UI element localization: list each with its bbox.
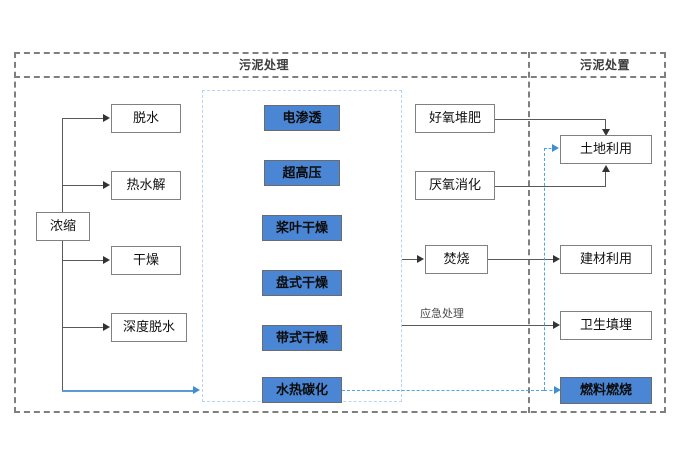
- node-label: 盘式干燥: [275, 275, 328, 291]
- node-label: 厌氧消化: [428, 178, 481, 193]
- line-digestion-to-land: [495, 186, 606, 187]
- dashed-line-into-land-use: [544, 148, 556, 149]
- node-label: 热水解: [126, 178, 166, 193]
- node-label: 浓缩: [49, 219, 76, 234]
- line-digestion-rise: [605, 172, 606, 186]
- node-electro-osmosis[interactable]: 电渗透: [264, 105, 340, 131]
- arrowhead-incineration: [417, 255, 424, 263]
- arrowhead-fuel-combustion: [554, 386, 561, 394]
- arrowhead-thermal-hydrolysis: [103, 181, 110, 189]
- lane-title-treatment: 污泥处理: [238, 58, 289, 72]
- dashed-line-to-fuel-combustion: [544, 390, 558, 391]
- node-label: 电渗透: [282, 110, 322, 126]
- branch-line-deep-dewatering: [62, 327, 105, 328]
- node-label: 超高压: [282, 165, 322, 181]
- node-label: 卫生填埋: [579, 318, 632, 333]
- arrowhead-land-use-top: [602, 129, 610, 136]
- outer-dashed-frame: [14, 52, 666, 413]
- line-core-to-incineration: [402, 259, 419, 260]
- node-label: 好氧堆肥: [428, 111, 481, 126]
- arrowhead-building-material: [553, 255, 560, 263]
- lane-vertical-divider: [528, 52, 530, 413]
- node-label: 燃料燃烧: [579, 383, 632, 398]
- node-disc-drying[interactable]: 盘式干燥: [262, 270, 342, 296]
- feeder-line-to-core-group: [62, 390, 195, 392]
- dashed-line-hydrothermal-out: [342, 390, 544, 391]
- node-land-use[interactable]: 土地利用: [560, 135, 652, 164]
- arrowhead-land-use-bottom: [602, 165, 610, 172]
- arrowhead-land-use-dashed: [552, 144, 559, 152]
- arrowhead-dewatering: [103, 114, 110, 122]
- trunk-upper: [62, 118, 63, 212]
- node-ultra-high-pressure[interactable]: 超高压: [264, 160, 340, 186]
- node-fuel-combustion[interactable]: 燃料燃烧: [560, 377, 652, 404]
- line-incineration-to-building-material: [488, 259, 556, 260]
- node-label: 带式干燥: [275, 330, 328, 346]
- node-label: 水热碳化: [275, 382, 328, 398]
- node-label: 脱水: [132, 111, 159, 126]
- arrowhead-drying: [103, 256, 110, 264]
- node-label: 干燥: [132, 253, 159, 268]
- node-building-material-use[interactable]: 建材利用: [560, 245, 652, 274]
- node-label: 焚烧: [443, 252, 470, 267]
- trunk-lower: [62, 241, 63, 391]
- node-belt-drying[interactable]: 带式干燥: [262, 325, 342, 351]
- node-drying[interactable]: 干燥: [111, 246, 181, 275]
- arrowhead-deep-dewatering: [103, 323, 110, 331]
- line-composting-drop: [605, 119, 606, 131]
- line-composting-to-land: [495, 119, 606, 120]
- node-aerobic-composting[interactable]: 好氧堆肥: [415, 104, 495, 133]
- edge-label-emergency-treatment: 应急处理: [420, 307, 464, 320]
- line-emergency-to-landfill: [402, 325, 556, 326]
- branch-line-drying: [62, 260, 105, 261]
- node-label: 建材利用: [579, 252, 632, 267]
- node-concentration[interactable]: 浓缩: [36, 212, 90, 241]
- node-paddle-drying[interactable]: 桨叶干燥: [262, 215, 342, 241]
- dashed-line-riser-to-land-use: [544, 148, 545, 390]
- lane-title-disposal: 污泥处置: [579, 58, 630, 72]
- node-hydrothermal-carbonization[interactable]: 水热碳化: [262, 377, 342, 403]
- node-label: 土地利用: [579, 142, 632, 157]
- node-thermal-hydrolysis[interactable]: 热水解: [111, 171, 181, 200]
- node-dewatering[interactable]: 脱水: [111, 104, 181, 133]
- branch-line-thermal-hydrolysis: [62, 185, 105, 186]
- branch-line-dewatering: [62, 118, 105, 119]
- arrowhead-landfill: [553, 321, 560, 329]
- core-technology-group-frame: [202, 90, 402, 402]
- node-label: 深度脱水: [122, 320, 175, 335]
- node-sanitary-landfill[interactable]: 卫生填埋: [560, 311, 652, 340]
- lane-header-divider: [14, 76, 666, 78]
- node-incineration[interactable]: 焚烧: [425, 245, 488, 274]
- node-anaerobic-digestion[interactable]: 厌氧消化: [415, 171, 495, 200]
- node-deep-dewatering[interactable]: 深度脱水: [111, 313, 187, 342]
- node-label: 桨叶干燥: [275, 220, 328, 236]
- arrowhead-core-group-entry: [193, 386, 200, 394]
